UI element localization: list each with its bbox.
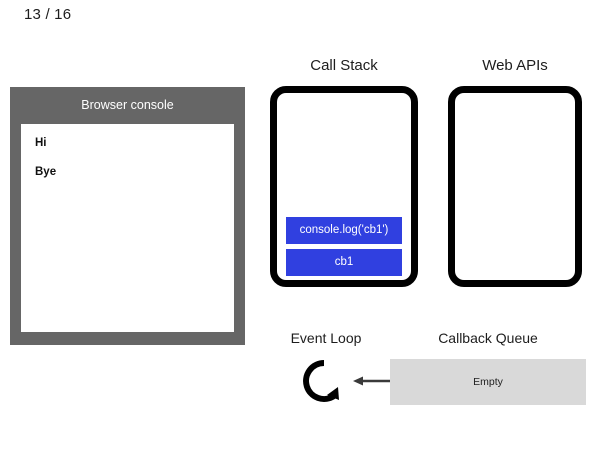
callback-queue-status: Empty [473, 376, 503, 388]
call-stack-frame-list: console.log('cb1') cb1 [277, 217, 411, 276]
call-stack-frame: cb1 [286, 249, 402, 276]
arrow-left-icon [352, 371, 390, 391]
call-stack-frame: console.log('cb1') [286, 217, 402, 244]
console-log-line: Bye [35, 165, 57, 178]
callback-queue-box: Empty [390, 359, 586, 405]
callback-queue-title: Callback Queue [438, 330, 538, 346]
browser-console-title: Browser console [81, 98, 174, 112]
event-loop-title: Event Loop [290, 330, 362, 346]
web-apis-box [448, 86, 582, 287]
call-stack-box: console.log('cb1') cb1 [270, 86, 418, 287]
call-stack-title: Call Stack [310, 57, 378, 74]
slide-counter: 13 / 16 [24, 6, 72, 23]
web-apis-title: Web APIs [482, 57, 548, 74]
console-log-line: Hi [35, 137, 47, 149]
circular-arrow-icon [300, 357, 348, 405]
browser-console-output: Hi Bye [21, 124, 234, 332]
browser-console-panel: Browser console Hi Bye [10, 87, 245, 345]
